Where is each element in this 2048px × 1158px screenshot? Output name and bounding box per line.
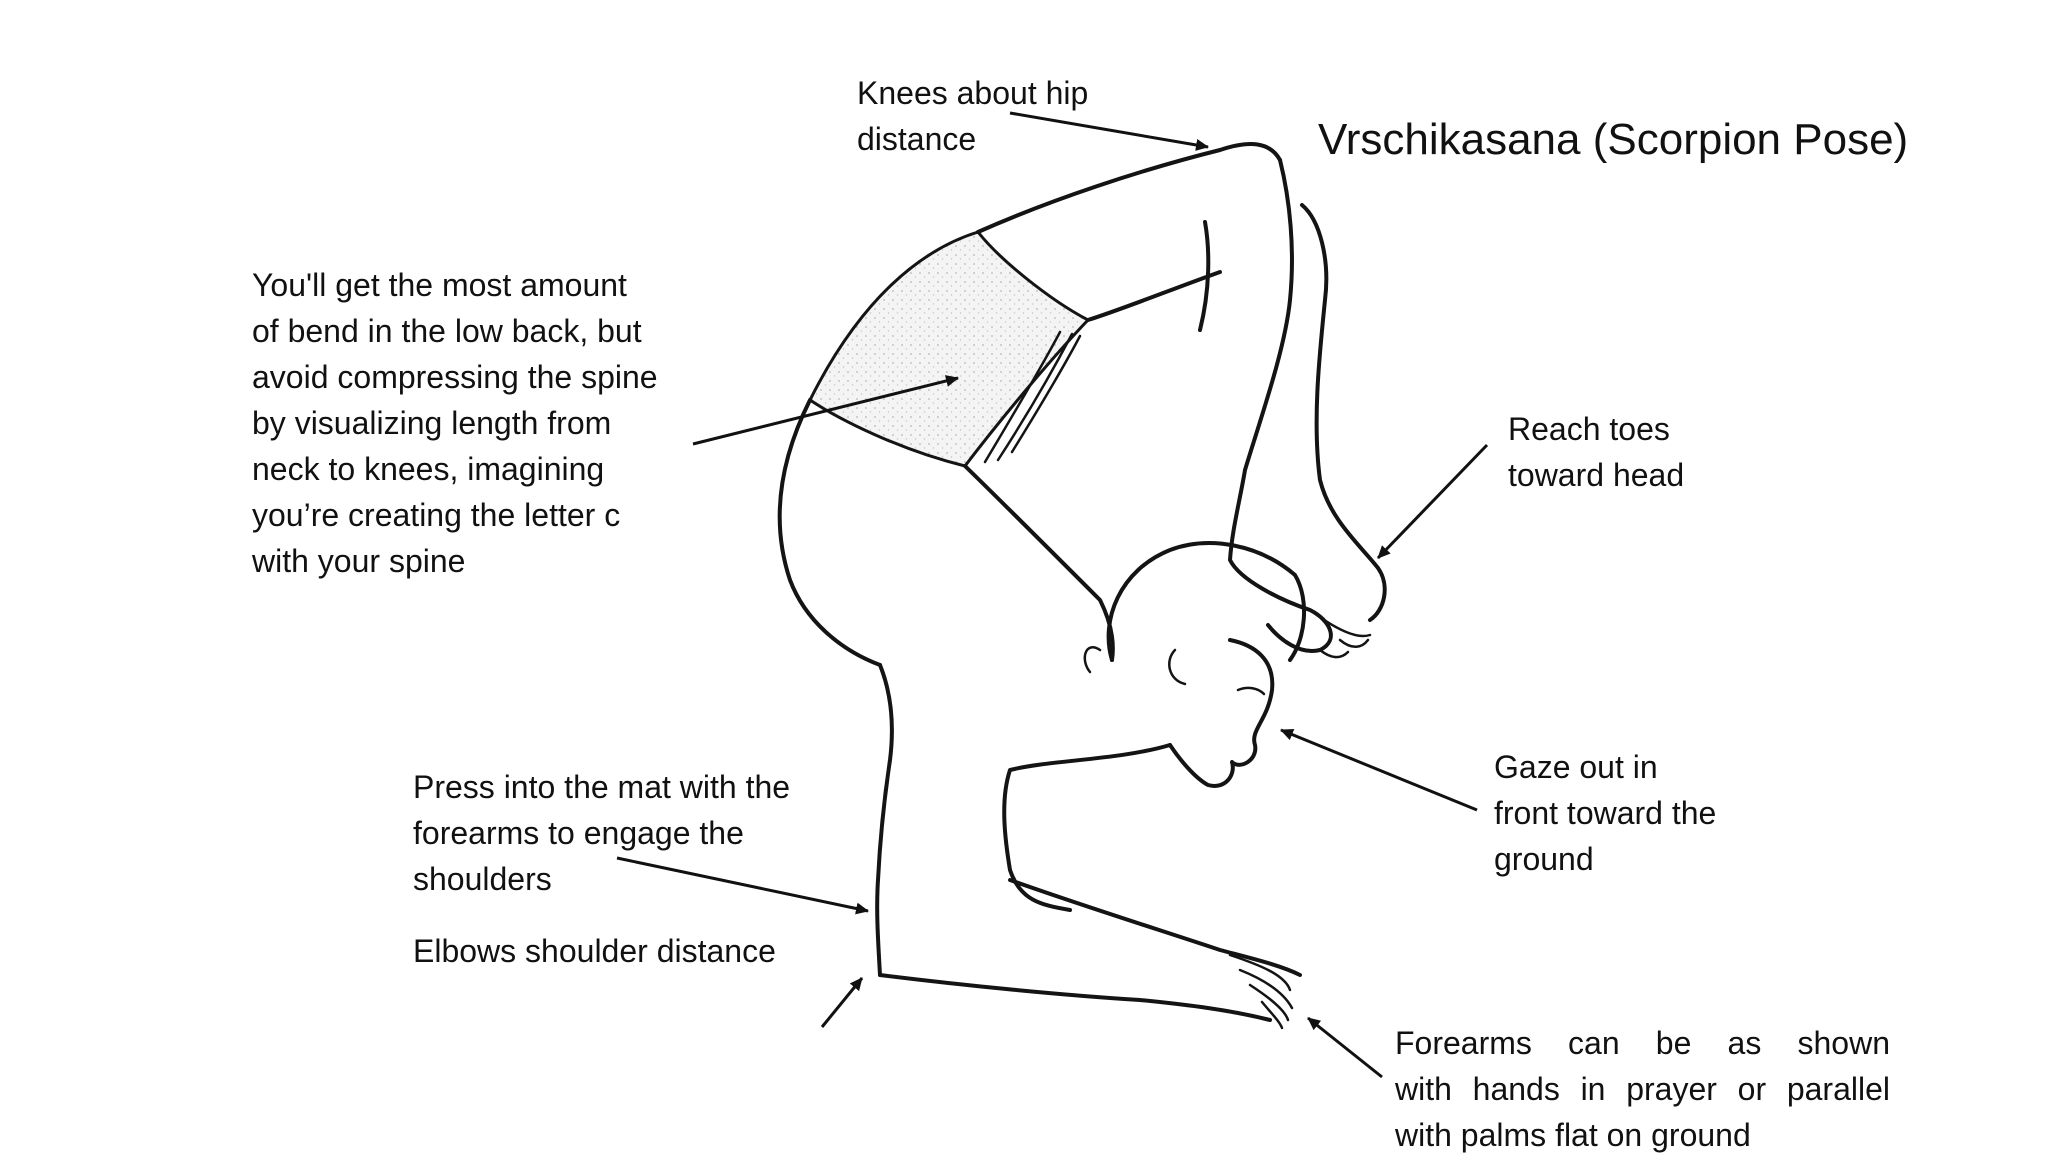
chest-line xyxy=(963,464,1115,662)
head-outline xyxy=(1106,541,1307,662)
annotation-back: You'll get the most amount of bend in th… xyxy=(252,267,658,579)
annotation-press: Press into the mat with the forearms to … xyxy=(413,769,791,897)
shorts-folds xyxy=(983,330,1082,464)
arrow-elbows xyxy=(820,977,864,1028)
upper-arm xyxy=(1002,743,1172,912)
ear xyxy=(1168,648,1187,686)
face-profile xyxy=(1168,638,1275,788)
back-thigh-outline xyxy=(976,142,1282,234)
diagram-title: Vrschikasana (Scorpion Pose) xyxy=(1318,115,1909,164)
arrow-knees xyxy=(1009,111,1209,151)
annotation-elbows: Elbows shoulder distance xyxy=(413,933,776,969)
raised-leg-back xyxy=(1086,220,1222,332)
forearm-bottom xyxy=(878,973,1272,1022)
arrow-back xyxy=(692,375,959,446)
lower-back-outline xyxy=(777,398,882,667)
arrow-forearms xyxy=(1307,1016,1383,1079)
shorts xyxy=(808,230,1091,468)
annotation-gaze: Gaze out in front toward the ground xyxy=(1494,749,1717,877)
annotation-forearms: Forearms can be as shown with hands in p… xyxy=(1395,1025,1890,1153)
annotation-toes: Reach toes toward head xyxy=(1508,411,1685,493)
hair-knot xyxy=(1083,646,1102,674)
forearm-top xyxy=(1008,878,1302,977)
eye xyxy=(1236,686,1266,696)
shin-second xyxy=(1300,203,1387,622)
annotation-knees: Knees about hip distance xyxy=(857,75,1089,157)
fingers xyxy=(1228,953,1294,1030)
torso-outline xyxy=(875,663,894,977)
raised-leg-front xyxy=(1228,158,1333,653)
arrow-gaze xyxy=(1280,728,1478,812)
arrow-toes xyxy=(1376,443,1489,560)
arrow-press xyxy=(616,856,869,915)
foot-toes xyxy=(1308,608,1372,659)
